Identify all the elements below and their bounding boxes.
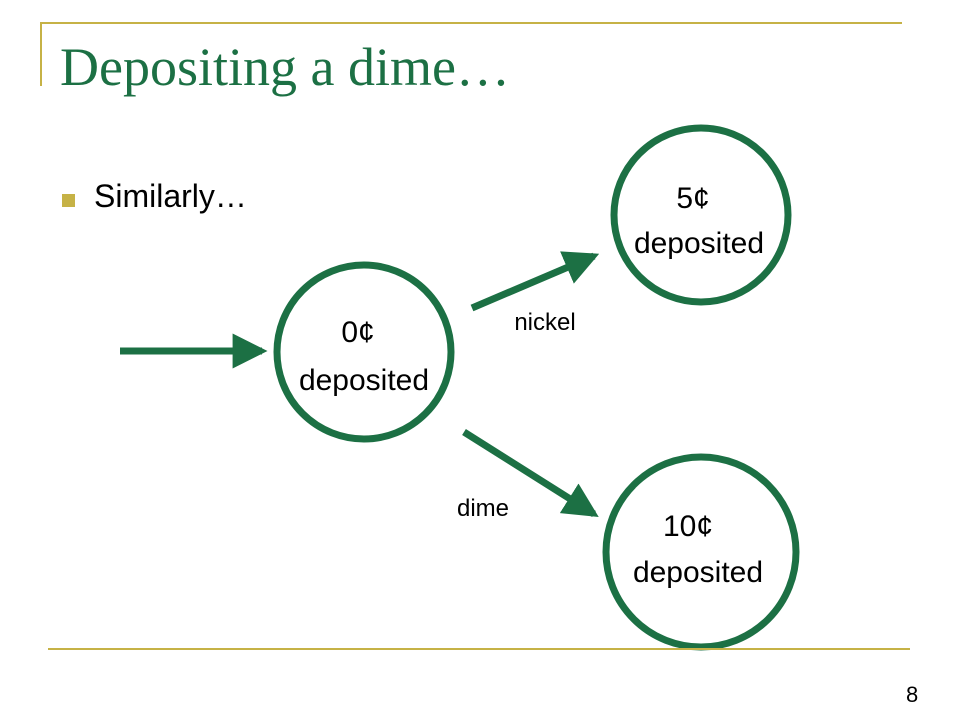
- state-label: deposited: [633, 556, 763, 589]
- page-number: 8: [906, 682, 919, 707]
- nickel-transition-arrow: [470, 251, 600, 312]
- state-circle: [602, 453, 800, 651]
- state-label: deposited: [634, 227, 764, 260]
- dime-transition-arrow: [462, 429, 599, 517]
- nickel-transition-label: nickel: [514, 309, 575, 336]
- state-amount: 0¢: [341, 316, 374, 349]
- state-node-0-cents: 0¢ deposited: [273, 261, 455, 443]
- dime-transition-label: dime: [457, 495, 509, 522]
- state-amount: 5¢: [676, 182, 709, 215]
- title-frame-top-rule: [40, 22, 902, 24]
- state-circle: [610, 124, 792, 306]
- state-circle: [273, 261, 455, 443]
- bullet-text: Similarly…: [94, 178, 247, 214]
- state-node-5-cents: 5¢ deposited: [610, 124, 792, 306]
- state-node-10-cents: 10¢ deposited: [602, 453, 800, 651]
- slide-title: Depositing a dime…: [60, 37, 510, 97]
- bullet-square-icon: [62, 194, 75, 207]
- state-label: deposited: [299, 364, 429, 397]
- title-frame-left-rule: [40, 22, 42, 86]
- state-amount: 10¢: [663, 510, 713, 543]
- footer-rule: [48, 648, 910, 650]
